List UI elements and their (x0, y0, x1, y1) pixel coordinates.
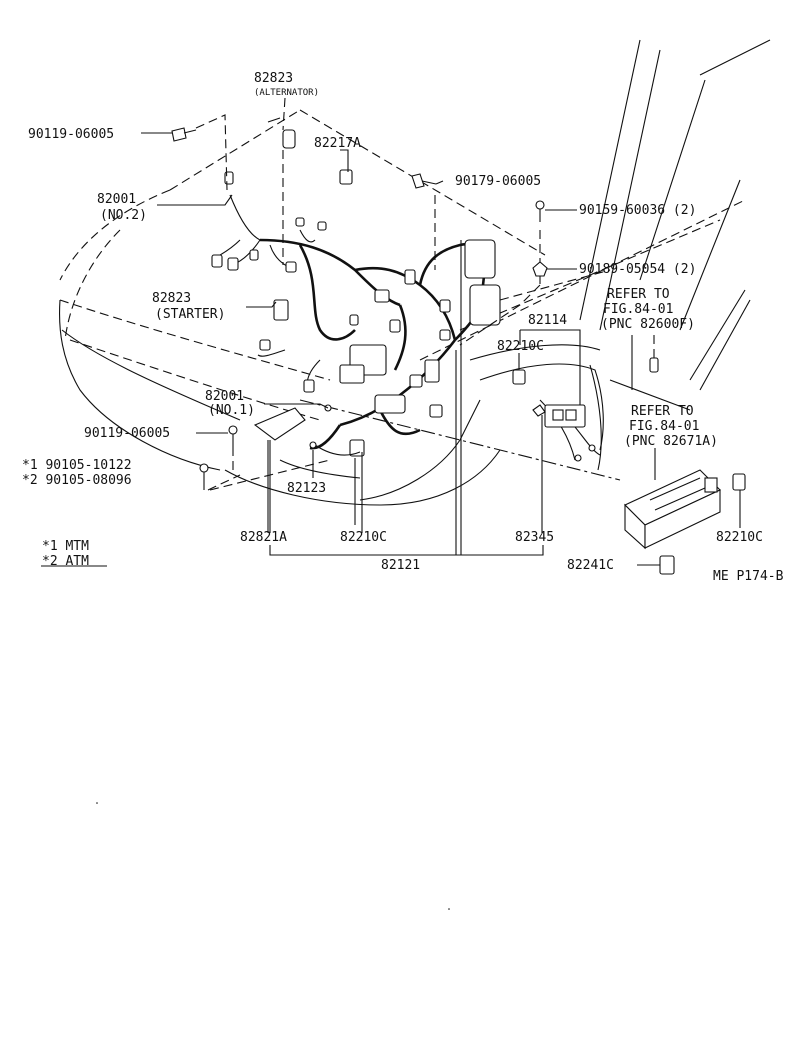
label-90179-06005: 90179-06005 (455, 174, 541, 189)
label-starter: (STARTER) (155, 307, 225, 322)
label-82210c-upper: 82210C (497, 339, 544, 354)
label-refer-to-1: REFER TO (607, 287, 670, 302)
label-82241c: 82241C (567, 558, 614, 573)
stray-dot (96, 802, 98, 804)
leader-lines (41, 97, 741, 567)
label-pnc-82671a: (PNC 82671A) (624, 434, 718, 449)
label-82345: 82345 (515, 530, 554, 545)
label-alternator: (ALTERNATOR) (254, 88, 319, 98)
label-refer-to-2: REFER TO (631, 404, 694, 419)
label-82821a: 82821A (240, 530, 287, 545)
label-82001-no2: 82001 (97, 192, 136, 207)
label-82823-starter: 82823 (152, 291, 191, 306)
label-pnc-82600f: (PNC 82600F) (601, 317, 695, 332)
vehicle-body-outline (59, 39, 771, 506)
label-90159-60036: 90159-60036 (2) (579, 203, 696, 218)
label-82123: 82123 (287, 481, 326, 496)
diagram-code: ME P174-B (713, 569, 784, 584)
label-no1: (NO.1) (208, 403, 255, 418)
label-fig-84-01-1: FIG.84-01 (603, 302, 673, 317)
label-no2: (NO.2) (100, 208, 147, 223)
legend-mtm: *1 MTM (42, 539, 89, 554)
label-note-2-atm: *2 90105-08096 (22, 473, 132, 488)
part-labels: 82823 (ALTERNATOR) 90119-06005 82217A 90… (22, 71, 784, 584)
label-82121: 82121 (381, 558, 420, 573)
connectors (171, 127, 746, 575)
label-fig-84-01-2: FIG.84-01 (629, 419, 699, 434)
label-82001-no1: 82001 (205, 389, 244, 404)
label-82114: 82114 (528, 313, 567, 328)
label-90189-05054: 90189-05054 (2) (579, 262, 696, 277)
label-82217a: 82217A (314, 136, 361, 151)
label-82210c-right: 82210C (716, 530, 763, 545)
label-90119-06005-top: 90119-06005 (28, 127, 114, 142)
stray-dot (448, 908, 450, 910)
label-note-1-mtm: *1 90105-10122 (22, 458, 132, 473)
label-90119-06005-bottom: 90119-06005 (84, 426, 170, 441)
legend-atm: *2 ATM (42, 554, 89, 569)
label-82823-alternator: 82823 (254, 71, 293, 86)
label-82210c-middle: 82210C (340, 530, 387, 545)
